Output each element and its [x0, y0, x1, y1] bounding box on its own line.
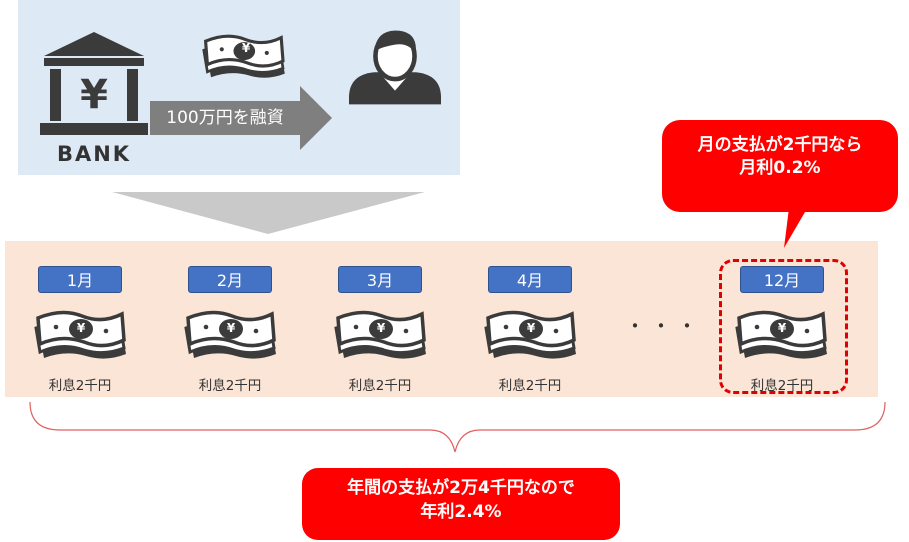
bill-symbol-4: ¥ — [526, 321, 536, 335]
annual-rate-text: 年間の支払が2万4千円なので 年利2.4% — [302, 476, 620, 524]
monthly-rate-line2: 月利0.2% — [739, 158, 821, 178]
money-icon-month-2 — [184, 310, 278, 361]
annual-rate-line1: 年間の支払が2万4千円なので — [347, 478, 575, 498]
money-icon-month-3 — [334, 310, 428, 361]
ellipsis: ・・・ — [625, 314, 703, 338]
month-tag-1: 1月 — [38, 266, 122, 293]
interest-label-2: 利息2千円 — [198, 378, 262, 394]
money-icon-month-4 — [484, 310, 578, 361]
down-arrow-shape — [112, 192, 425, 234]
bank-icon — [40, 32, 148, 135]
month-tag-12: 12月 — [740, 266, 824, 293]
monthly-rate-text: 月の支払が2千円なら 月利0.2% — [668, 134, 892, 180]
month-tag-4: 4月 — [488, 266, 572, 293]
bill-symbol-2: ¥ — [226, 321, 236, 335]
bill-symbol-12: ¥ — [777, 321, 787, 335]
money-icon-month-1 — [34, 310, 128, 361]
interest-label-4: 利息2千円 — [498, 378, 562, 394]
highlight-dashed-box — [719, 259, 848, 394]
annual-rate-line2: 年利2.4% — [420, 502, 502, 522]
interest-label-1: 利息2千円 — [48, 378, 112, 394]
loan-text: 100万円を融資 — [166, 108, 284, 128]
monthly-rate-callout — [662, 120, 898, 248]
bank-label: BANK — [56, 142, 132, 166]
monthly-rate-line1: 月の支払が2千円なら — [697, 135, 863, 155]
interest-label-3: 利息2千円 — [348, 378, 412, 394]
top-bill-symbol: ¥ — [241, 41, 251, 55]
month-tag-2: 2月 — [188, 266, 272, 293]
annual-rate-box — [302, 468, 620, 540]
bill-symbol-3: ¥ — [376, 321, 386, 335]
bill-symbol-1: ¥ — [76, 321, 86, 335]
interest-label-12: 利息2千円 — [750, 378, 814, 394]
year-brace — [29, 401, 886, 453]
bank-symbol: ¥ — [80, 72, 108, 118]
loan-arrow — [150, 86, 332, 150]
month-tag-3: 3月 — [338, 266, 422, 293]
